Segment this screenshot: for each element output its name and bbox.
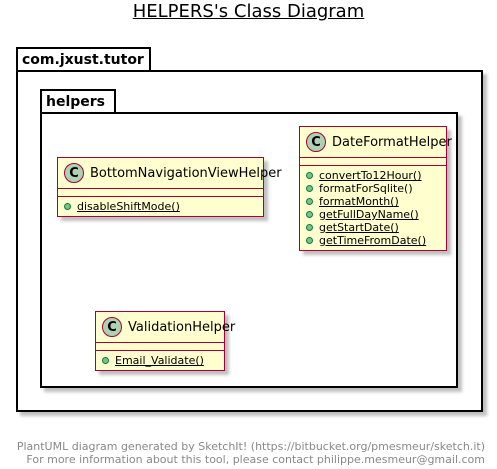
class-header: C DateFormatHelper — [300, 127, 452, 157]
method-name: getFullDayName() — [319, 208, 419, 221]
methods-compartment: disableShiftMode() — [58, 196, 263, 216]
fields-compartment — [96, 342, 224, 350]
class-name: ValidationHelper — [128, 319, 236, 335]
class-validation-helper[interactable]: C ValidationHelper Email_Validate() — [95, 311, 235, 371]
method-name: formatMonth() — [319, 195, 399, 208]
package-name-outer: com.jxust.tutor — [22, 52, 144, 68]
method-name: formatForSqlite() — [319, 182, 413, 195]
class-c-icon: C — [64, 163, 84, 183]
class-c-icon: C — [102, 317, 122, 337]
method-name: disableShiftMode() — [77, 200, 180, 213]
package-name-inner: helpers — [46, 94, 106, 110]
method-name: convertTo12Hour() — [319, 169, 422, 182]
public-visibility-icon — [306, 172, 313, 179]
footer-line-1: PlantUML diagram generated by SketchIt! … — [16, 440, 485, 453]
methods-compartment: convertTo12Hour() formatForSqlite() form… — [300, 165, 446, 250]
method-name: getStartDate() — [319, 221, 399, 234]
public-visibility-icon — [306, 185, 313, 192]
methods-compartment: Email_Validate() — [96, 350, 224, 370]
diagram-title: HELPERS's Class Diagram — [132, 1, 365, 22]
class-date-format-helper[interactable]: C DateFormatHelper convertTo12Hour() for… — [299, 126, 452, 251]
method-item: getFullDayName() — [306, 208, 440, 221]
public-visibility-icon — [306, 224, 313, 231]
method-item: Email_Validate() — [102, 354, 218, 367]
public-visibility-icon — [306, 211, 313, 218]
method-item: getStartDate() — [306, 221, 440, 234]
public-visibility-icon — [64, 203, 71, 210]
method-item: disableShiftMode() — [64, 200, 257, 213]
fields-compartment — [300, 157, 446, 165]
method-item: getTimeFromDate() — [306, 234, 440, 247]
method-item: formatMonth() — [306, 195, 440, 208]
class-name: BottomNavigationViewHelper — [90, 165, 282, 181]
class-header: C ValidationHelper — [96, 312, 235, 342]
method-name: getTimeFromDate() — [319, 234, 427, 247]
public-visibility-icon — [306, 237, 313, 244]
class-name: DateFormatHelper — [332, 134, 452, 150]
method-item: formatForSqlite() — [306, 182, 440, 195]
package-tab-outer: com.jxust.tutor — [16, 47, 151, 71]
package-tab-inner: helpers — [40, 89, 116, 113]
footer-credits: PlantUML diagram generated by SketchIt! … — [17, 440, 485, 466]
method-name: Email_Validate() — [115, 354, 204, 367]
class-bottom-navigation-view-helper[interactable]: C BottomNavigationViewHelper disableShif… — [57, 157, 282, 217]
class-header: C BottomNavigationViewHelper — [58, 158, 282, 188]
class-c-icon: C — [306, 132, 326, 152]
public-visibility-icon — [102, 357, 109, 364]
footer-line-2: For more information about this tool, pl… — [26, 453, 485, 466]
method-item: convertTo12Hour() — [306, 169, 440, 182]
fields-compartment — [58, 188, 263, 196]
public-visibility-icon — [306, 198, 313, 205]
